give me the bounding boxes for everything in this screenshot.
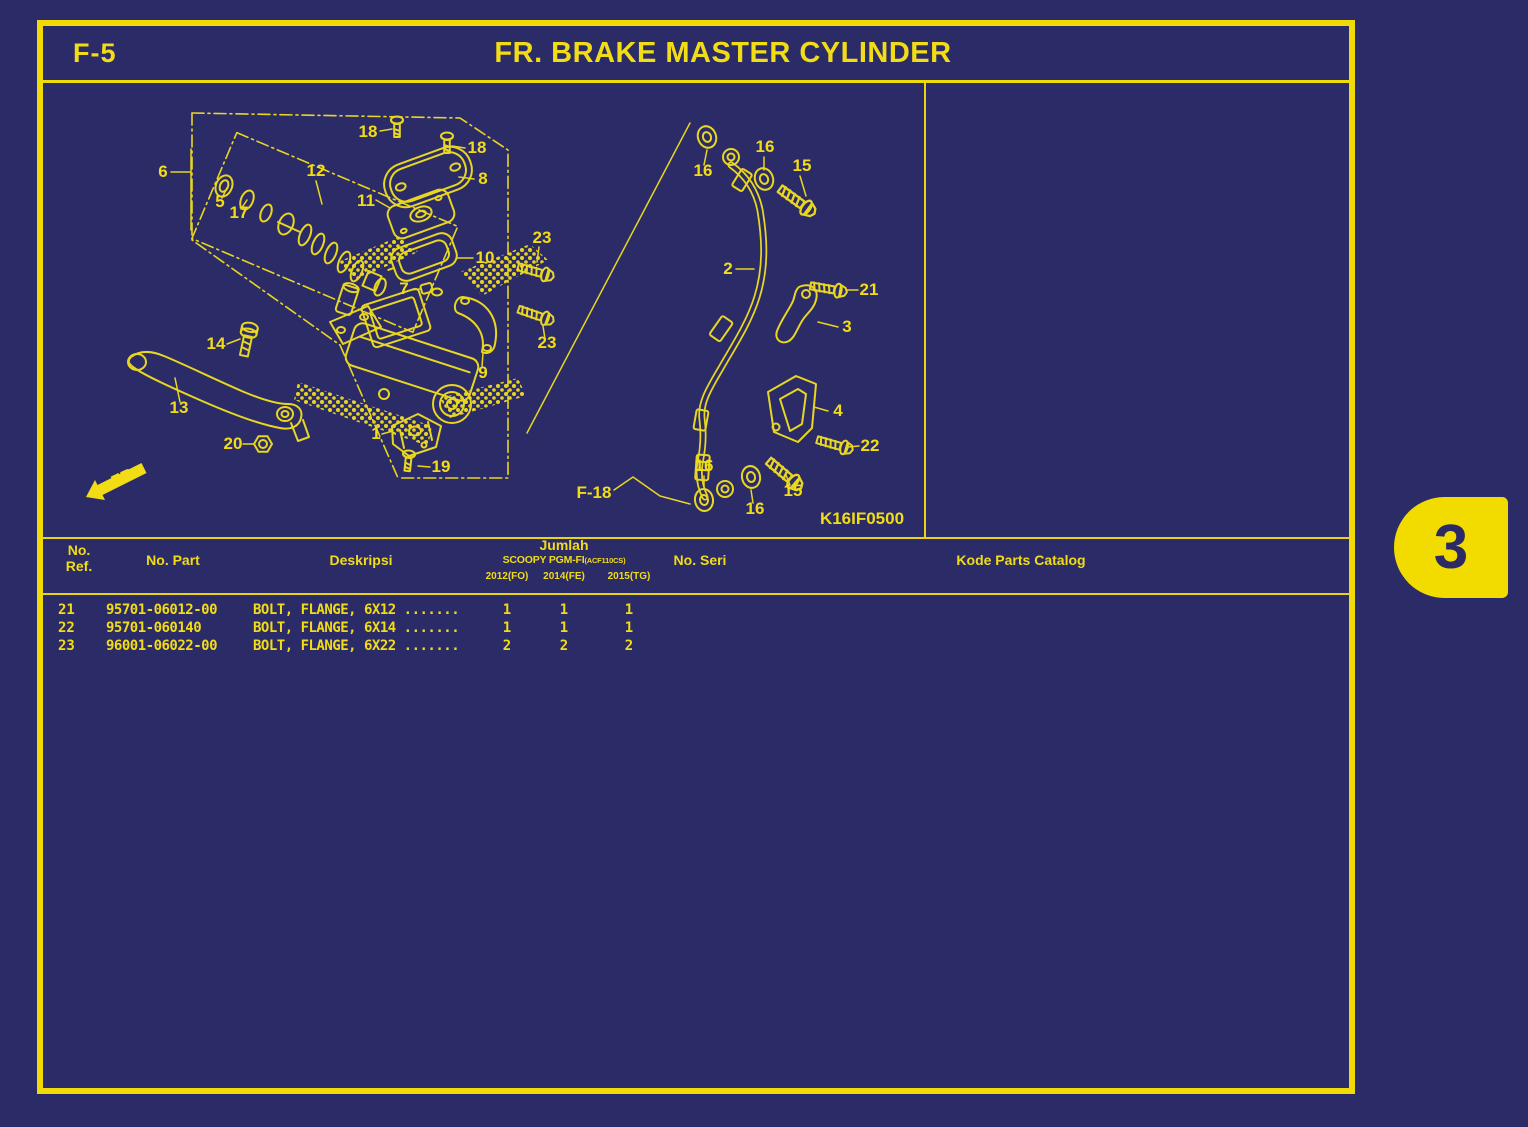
model-name: SCOOPY PGM-FI xyxy=(502,554,585,566)
column-header-no: No. xyxy=(67,542,91,558)
cell-ref-number: 21 xyxy=(58,602,75,618)
table-year-column-header: 2012(FO) xyxy=(485,571,529,582)
cell-quantity: 2 xyxy=(559,638,569,654)
cell-ref-number: 22 xyxy=(58,620,75,636)
table-row: 21 95701-06012-00 BOLT, FLANGE, 6X12 .....… xyxy=(43,602,1349,620)
table-row: 22 95701-060140 BOLT, FLANGE, 6X14 .......… xyxy=(43,620,1349,638)
column-header-deskripsi: Deskripsi xyxy=(329,552,393,568)
cell-part-number: 95701-060140 xyxy=(106,620,202,636)
cell-quantity: 2 xyxy=(502,638,512,654)
page-header: F-5 FR. BRAKE MASTER CYLINDER xyxy=(43,26,1349,83)
cell-description: BOLT, FLANGE, 6X14 ....... xyxy=(253,620,460,636)
page-tab-number: 3 xyxy=(1433,513,1469,582)
cell-part-number: 95701-06012-00 xyxy=(106,602,218,618)
column-header-kode-parts-catalog: Kode Parts Catalog xyxy=(956,552,1086,568)
cell-quantity: 1 xyxy=(559,620,569,636)
cell-quantity: 1 xyxy=(624,620,634,636)
cell-quantity: 2 xyxy=(624,638,634,654)
cell-quantity: 1 xyxy=(502,602,512,618)
table-header-bottom-line xyxy=(43,593,1349,595)
model-code: (ACF110CS) xyxy=(584,556,626,565)
column-header-jumlah: Jumlah xyxy=(539,537,589,553)
table-year-column-header: 2014(FE) xyxy=(543,571,585,582)
page-tab[interactable]: 3 xyxy=(1394,497,1508,598)
table-row: 23 96001-06022-00 BOLT, FLANGE, 6X22 .....… xyxy=(43,638,1349,656)
column-header-ref: Ref. xyxy=(65,558,93,574)
table-header-top-line xyxy=(43,537,1349,539)
column-header-model: SCOOPY PGM-FI(ACF110CS) xyxy=(489,554,639,566)
column-header-no-seri: No. Seri xyxy=(673,552,727,568)
cell-ref-number: 23 xyxy=(58,638,75,654)
column-header-no-ref: No. Ref. xyxy=(53,542,105,574)
cell-description: BOLT, FLANGE, 6X12 ....... xyxy=(253,602,460,618)
page-title: FR. BRAKE MASTER CYLINDER xyxy=(494,37,952,69)
cell-part-number: 96001-06022-00 xyxy=(106,638,218,654)
column-header-no-part: No. Part xyxy=(146,552,200,568)
diagram-panel-divider xyxy=(924,83,926,537)
cell-quantity: 1 xyxy=(502,620,512,636)
table-year-column-header: 2015(TG) xyxy=(607,571,651,582)
page-code: F-5 xyxy=(73,38,117,68)
cell-quantity: 1 xyxy=(559,602,569,618)
cell-description: BOLT, FLANGE, 6X22 ....... xyxy=(253,638,460,654)
cell-quantity: 1 xyxy=(624,602,634,618)
catalog-page: F-5 FR. BRAKE MASTER CYLINDER No. Ref. N… xyxy=(37,20,1355,1094)
